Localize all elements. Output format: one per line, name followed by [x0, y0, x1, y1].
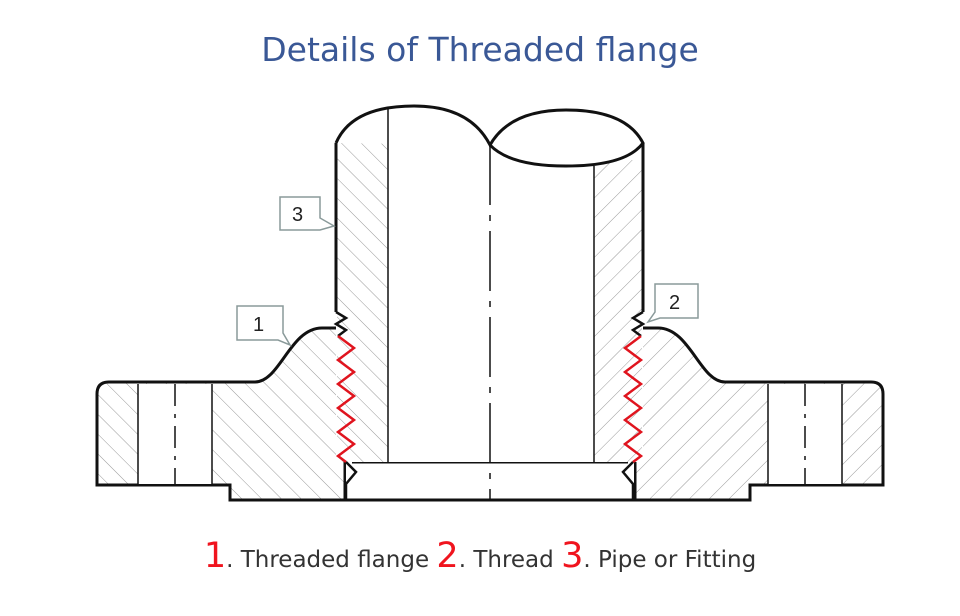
- legend-number-1: 1: [203, 536, 227, 576]
- legend: 1. Threaded flange 2. Thread 3. Pipe or …: [0, 536, 960, 576]
- thread-left-upper: [333, 310, 349, 337]
- legend-number-3: 3: [561, 536, 584, 576]
- svg-text:2: 2: [669, 292, 680, 314]
- bolt-hole-right: [767, 384, 843, 484]
- legend-label-3: . Pipe or Fitting: [583, 547, 757, 573]
- thread-right: [622, 335, 644, 463]
- thread-left: [335, 335, 357, 463]
- callout-2: 2: [646, 283, 699, 324]
- legend-number-2: 2: [436, 536, 459, 576]
- flange-left-section: [95, 326, 347, 502]
- svg-text:1: 1: [253, 314, 264, 336]
- legend-label-1: . Threaded flange: [226, 547, 437, 573]
- legend-label-2: . Thread: [458, 547, 562, 573]
- bolt-hole-left: [137, 384, 213, 484]
- svg-text:3: 3: [292, 204, 303, 226]
- pipe: [334, 104, 645, 500]
- diagram-title: Details of Threaded flange: [261, 30, 699, 69]
- flange-right-section: [633, 326, 885, 502]
- thread-right-upper: [630, 310, 646, 337]
- callout-3: 3: [279, 196, 336, 231]
- callout-1: 1: [236, 305, 292, 347]
